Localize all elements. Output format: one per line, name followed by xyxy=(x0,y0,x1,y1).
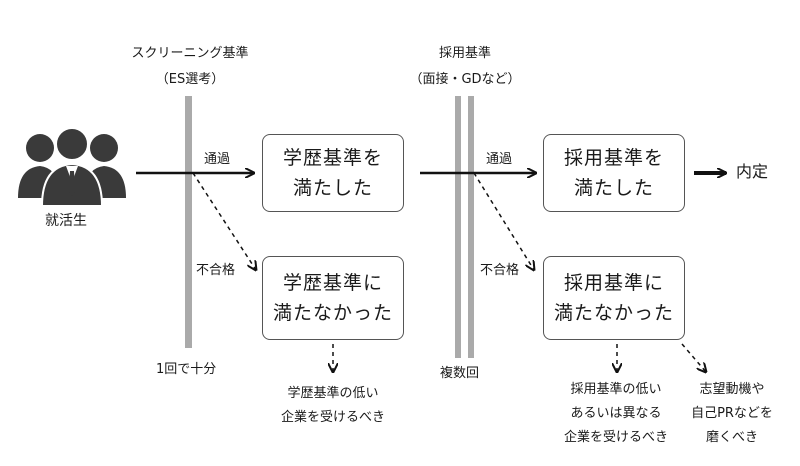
advice-screening: 学歴基準の低い 企業を受けるべき xyxy=(262,382,404,430)
pass-label-screening: 通過 xyxy=(204,152,231,167)
hiring-title: 採用基準 xyxy=(438,46,491,61)
screening-title: スクリーニング基準 xyxy=(131,46,249,61)
advice-hiring-b-line-2: 自己PRなどを xyxy=(691,406,773,421)
people-icon xyxy=(18,127,126,207)
advice-screening-line-1: 学歴基準の低い xyxy=(287,386,379,401)
advice-hiring-a-line-1: 採用基準の低い xyxy=(570,382,662,397)
hiring-gate-bar-1 xyxy=(455,96,461,358)
screening-fail-box: 学歴基準に 満たなかった xyxy=(262,256,404,340)
hiring-gate-bar-2 xyxy=(468,96,474,358)
hiring-pass-text: 採用基準を 満たした xyxy=(563,147,664,199)
fail-label-hiring: 不合格 xyxy=(480,263,520,278)
advice-hiring-b-line-1: 志望動機や xyxy=(699,382,765,397)
applicant-label: 就活生 xyxy=(45,213,87,229)
pass-label-hiring: 通過 xyxy=(486,152,513,167)
hiring-fail-box: 採用基準に 満たなかった xyxy=(543,256,685,340)
screening-fail-text: 学歴基準に 満たなかった xyxy=(272,272,393,324)
screening-gate-bar xyxy=(185,96,192,348)
offer-label: 内定 xyxy=(736,162,769,181)
screening-note: 1回で十分 xyxy=(156,362,217,377)
advice-hiring-a-line-2: あるいは異なる xyxy=(570,406,662,421)
screening-pass-box: 学歴基準を 満たした xyxy=(262,134,404,212)
screening-subtitle: （ES選考） xyxy=(155,72,225,87)
advice-hiring-a: 採用基準の低い あるいは異なる 企業を受けるべき xyxy=(545,378,687,450)
hiring-pass-box: 採用基準を 満たした xyxy=(543,134,685,212)
hiring-note: 複数回 xyxy=(440,366,480,381)
advice-hiring-b-line-3: 磨くべき xyxy=(705,430,758,445)
advice-screening-line-2: 企業を受けるべき xyxy=(280,410,385,425)
fail-label-screening: 不合格 xyxy=(196,263,236,278)
advice-hiring-b: 志望動機や 自己PRなどを 磨くべき xyxy=(672,378,792,450)
hiring-fail-text: 採用基準に 満たなかった xyxy=(553,272,674,324)
advice-hiring-a-line-3: 企業を受けるべき xyxy=(563,430,668,445)
hiring-subtitle: （面接・GDなど） xyxy=(409,72,521,87)
screening-pass-text: 学歴基準を 満たした xyxy=(282,147,383,199)
